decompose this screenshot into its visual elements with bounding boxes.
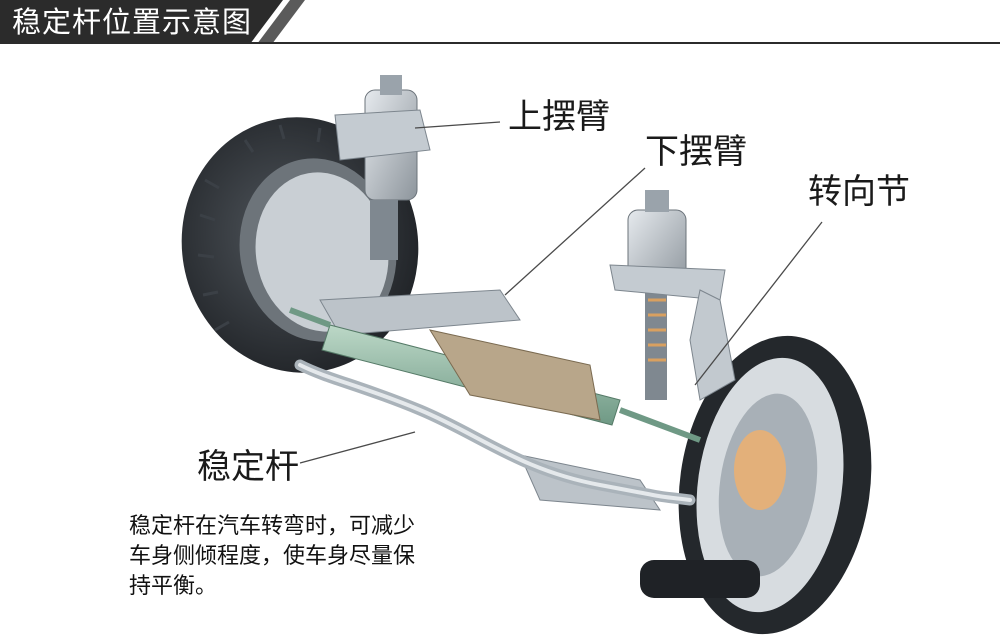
steering-knuckle [689,289,736,401]
stabilizer-leader [299,431,416,464]
steering-gearbox [428,329,601,421]
label-stabilizer: 稳定杆 [197,447,299,487]
lower-arm-leader [504,167,646,296]
lower-control-arm [319,289,521,336]
title-banner: 稳定杆位置示意图 [0,0,1000,44]
knuckle-leader [694,221,823,386]
explanation-note: 稳定杆在汽车转弯时，可减少车身侧倾程度，使车身尽量保持平衡。 [129,514,416,599]
right-wheel [640,335,872,635]
label-knuckle: 转向节 [808,172,910,212]
upper-arm-leader [414,121,501,129]
leader-lines [299,121,823,464]
label-upper-arm: 上摆臂 [508,97,610,137]
upper-control-arm [334,109,431,161]
steering-rack [288,307,702,443]
label-lower-arm: 下摆臂 [645,132,747,172]
title-underline [0,42,1000,44]
page-title: 稳定杆位置示意图 [12,5,253,39]
brake-disc [734,430,786,510]
